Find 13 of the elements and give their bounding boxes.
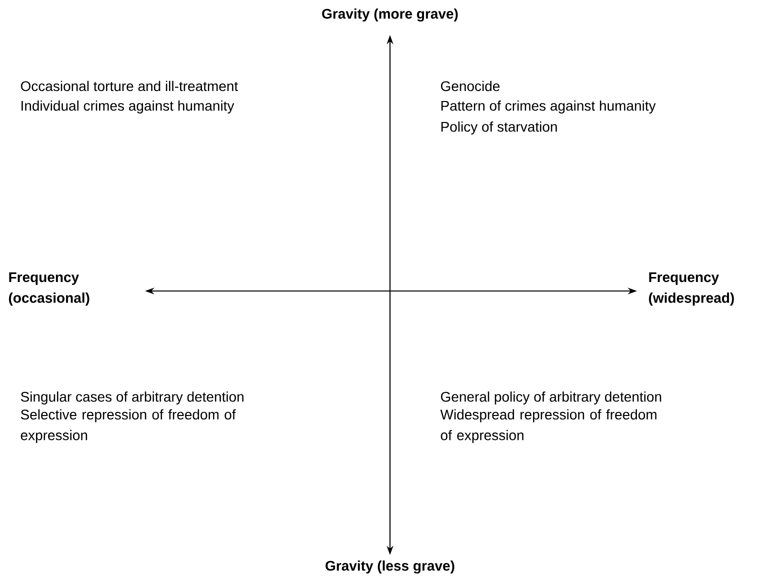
- quadrant-item: Policy of starvation: [441, 121, 557, 135]
- axis-label: Gravity (more grave): [322, 8, 458, 22]
- quadrant-item: Pattern of crimes against humanity: [441, 100, 656, 114]
- quadrant-item: General policy of arbitrary detention: [440, 391, 662, 405]
- axis-label: Gravity (less grave): [326, 560, 454, 574]
- quadrant-item: Widespread repression of freedom of expression: [440, 409, 656, 443]
- axis-label: Frequency (occasional): [8, 272, 90, 306]
- quadrant-item: Genocide: [440, 80, 500, 92]
- quadrant-item: Individual crimes against humanity: [22, 100, 234, 114]
- quadrant-item: Singular cases of arbitrary detention: [20, 391, 244, 405]
- axis-label: Frequency (widespread): [648, 272, 734, 306]
- quadrant-item: Selective repression of freedom of expression: [20, 409, 236, 443]
- quadrant-item: Occasional torture and ill-treatment: [20, 80, 238, 92]
